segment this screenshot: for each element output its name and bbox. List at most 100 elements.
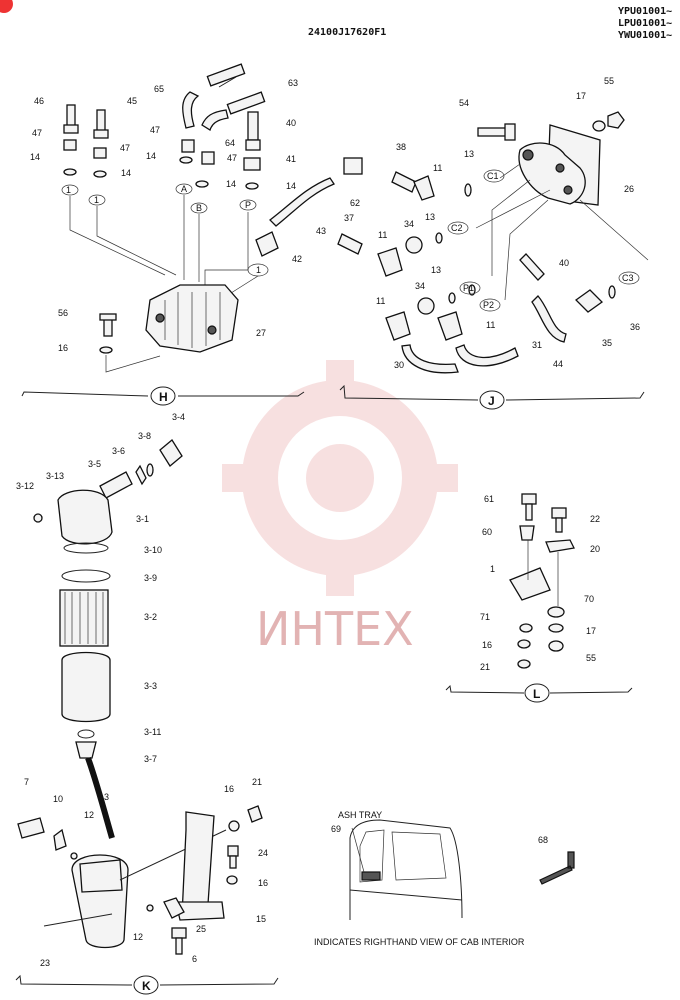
svg-text:37: 37 xyxy=(344,213,354,223)
svg-text:6: 6 xyxy=(192,954,197,964)
svg-text:71: 71 xyxy=(480,612,490,622)
svg-text:62: 62 xyxy=(350,198,360,208)
svg-text:P2: P2 xyxy=(483,300,494,310)
drawing-number: 24100J17620F1 xyxy=(308,27,387,38)
svg-text:11: 11 xyxy=(376,296,385,306)
section-label-l: L xyxy=(533,687,540,701)
svg-text:11: 11 xyxy=(486,320,495,330)
section-j-drawing xyxy=(337,111,649,374)
svg-text:64: 64 xyxy=(225,138,235,148)
svg-text:14: 14 xyxy=(286,181,296,191)
svg-text:1: 1 xyxy=(256,265,261,275)
svg-text:38: 38 xyxy=(396,142,406,152)
svg-text:55: 55 xyxy=(586,653,596,663)
svg-text:20: 20 xyxy=(590,544,600,554)
svg-text:16: 16 xyxy=(224,784,234,794)
section-k-drawing xyxy=(17,805,263,955)
svg-text:21: 21 xyxy=(480,662,490,672)
svg-text:47: 47 xyxy=(150,125,160,135)
svg-text:13: 13 xyxy=(464,149,474,159)
corner-mark xyxy=(0,0,13,13)
watermark-text: ИНТЕХ xyxy=(256,602,414,656)
svg-text:70: 70 xyxy=(584,594,594,604)
svg-text:3-7: 3-7 xyxy=(144,754,157,764)
section-label-k: K xyxy=(142,979,151,993)
svg-text:24: 24 xyxy=(258,848,268,858)
section-l-drawing xyxy=(509,493,575,669)
svg-text:14: 14 xyxy=(146,151,156,161)
svg-text:16: 16 xyxy=(482,640,492,650)
svg-text:36: 36 xyxy=(630,322,640,332)
svg-text:44: 44 xyxy=(553,359,563,369)
ash-tray-part-number: 69 xyxy=(331,824,341,834)
svg-text:1: 1 xyxy=(490,564,495,574)
svg-text:47: 47 xyxy=(227,153,237,163)
svg-text:3-13: 3-13 xyxy=(46,471,64,481)
svg-text:3-5: 3-5 xyxy=(88,459,101,469)
svg-text:3-2: 3-2 xyxy=(144,612,157,622)
svg-text:26: 26 xyxy=(624,184,634,194)
svg-text:3-1: 3-1 xyxy=(136,514,149,524)
svg-text:C1: C1 xyxy=(487,171,499,181)
svg-text:41: 41 xyxy=(286,154,296,164)
svg-text:47: 47 xyxy=(120,143,130,153)
svg-text:1: 1 xyxy=(66,185,71,195)
svg-text:B: B xyxy=(196,203,202,213)
svg-text:30: 30 xyxy=(394,360,404,370)
serial-range-3: YWU01001~ xyxy=(618,30,673,41)
svg-text:17: 17 xyxy=(576,91,586,101)
svg-text:C2: C2 xyxy=(451,223,463,233)
svg-text:31: 31 xyxy=(532,340,542,350)
svg-text:42: 42 xyxy=(292,254,302,264)
svg-text:34: 34 xyxy=(404,219,414,229)
section-label-j: J xyxy=(488,394,495,408)
section-h-drawing xyxy=(61,63,363,373)
svg-text:45: 45 xyxy=(127,96,137,106)
serial-range-1: YPU01001~ xyxy=(618,6,673,17)
svg-text:25: 25 xyxy=(196,924,206,934)
svg-text:22: 22 xyxy=(590,514,600,524)
svg-text:46: 46 xyxy=(34,96,44,106)
ash-tray-label: ASH TRAY xyxy=(338,810,382,820)
svg-text:12: 12 xyxy=(133,932,143,942)
loose-part-number: 68 xyxy=(538,835,548,845)
svg-text:63: 63 xyxy=(288,78,298,88)
svg-text:3-12: 3-12 xyxy=(16,481,34,491)
svg-text:3-4: 3-4 xyxy=(172,412,185,422)
svg-text:61: 61 xyxy=(484,494,494,504)
svg-text:12: 12 xyxy=(84,810,94,820)
svg-text:14: 14 xyxy=(121,168,131,178)
svg-text:56: 56 xyxy=(58,308,68,318)
part-68-drawing xyxy=(539,851,575,885)
svg-text:3: 3 xyxy=(104,792,109,802)
cab-caption: INDICATES RIGHTHAND VIEW OF CAB INTERIOR xyxy=(314,937,525,947)
cab-interior-drawing xyxy=(349,819,463,920)
svg-text:11: 11 xyxy=(378,230,387,240)
svg-text:3-8: 3-8 xyxy=(138,431,151,441)
svg-text:3-6: 3-6 xyxy=(112,446,125,456)
svg-text:65: 65 xyxy=(154,84,164,94)
svg-text:13: 13 xyxy=(425,212,435,222)
svg-text:3-10: 3-10 xyxy=(144,545,162,555)
svg-text:23: 23 xyxy=(40,958,50,968)
svg-text:43: 43 xyxy=(316,226,326,236)
svg-text:21: 21 xyxy=(252,777,262,787)
svg-text:3-11: 3-11 xyxy=(144,727,161,737)
svg-text:47: 47 xyxy=(32,128,42,138)
svg-text:C3: C3 xyxy=(622,273,634,283)
svg-text:10: 10 xyxy=(53,794,63,804)
svg-text:17: 17 xyxy=(586,626,596,636)
svg-text:27: 27 xyxy=(256,328,266,338)
filter-assembly-drawing xyxy=(33,439,183,839)
svg-text:16: 16 xyxy=(258,878,268,888)
svg-text:16: 16 xyxy=(58,343,68,353)
svg-text:34: 34 xyxy=(415,281,425,291)
svg-text:7: 7 xyxy=(24,777,29,787)
svg-text:3-3: 3-3 xyxy=(144,681,157,691)
svg-text:15: 15 xyxy=(256,914,266,924)
svg-text:14: 14 xyxy=(30,152,40,162)
svg-text:60: 60 xyxy=(482,527,492,537)
serial-range-2: LPU01001~ xyxy=(618,18,673,29)
